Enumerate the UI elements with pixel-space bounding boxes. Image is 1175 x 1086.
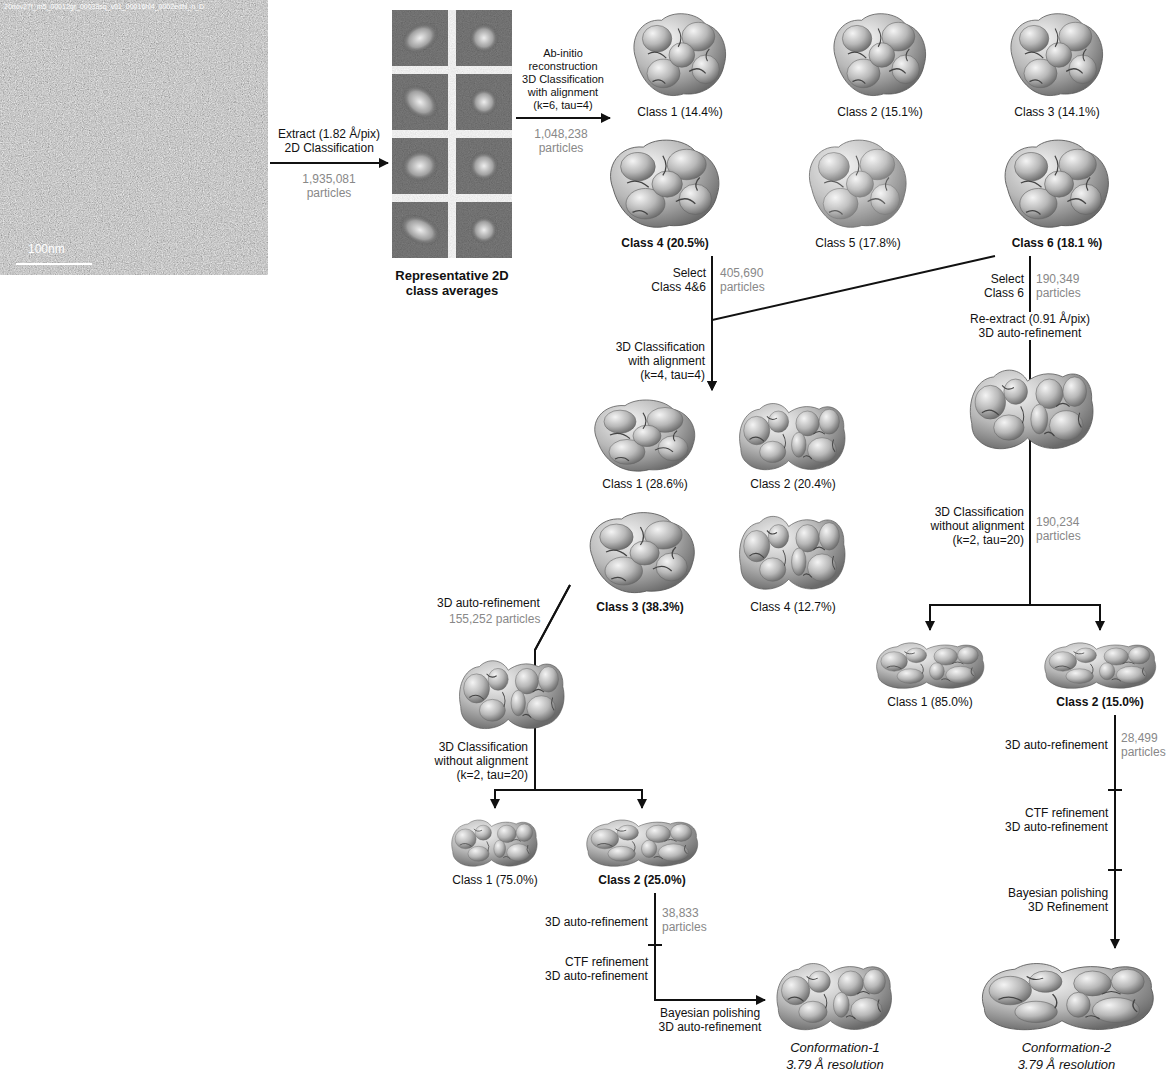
particle-count: 28,499 particles — [1121, 731, 1171, 759]
particle-count: 1,048,238 particles — [528, 127, 594, 155]
step-label: 3D auto-refinement — [976, 326, 1085, 340]
node-caption: Class 1 (28.6%) — [575, 477, 715, 491]
density-map: Class 6 (18.1 %) — [987, 130, 1127, 256]
workflow-arrow — [655, 893, 765, 1000]
edge-label: 3D auto-refinement — [545, 915, 648, 929]
micrograph-image — [0, 0, 268, 275]
node-caption: 3.79 Å resolution — [965, 1057, 1168, 1073]
final-map: Conformation-13.79 Å resolution — [765, 950, 905, 1078]
step-label: 3D Classification with alignment (k=6, t… — [519, 73, 607, 112]
step-label: Bayesian polishing — [660, 1006, 760, 1020]
workflow-arrow — [270, 162, 388, 164]
node-caption: Class 3 (14.1%) — [987, 105, 1127, 119]
particle-count: 190,349 particles — [1036, 272, 1096, 300]
edge-label: 3D auto-refinement — [437, 596, 540, 610]
density-map: Class 3 (38.3%) — [570, 503, 710, 620]
step-label: 3D Classification without alignment (k=2… — [425, 740, 528, 782]
density-map: Class 1 (28.6%) — [575, 390, 715, 497]
density-map: Class 1 (14.4%) — [610, 5, 750, 125]
workflow-arrow — [516, 117, 610, 119]
edge-label: 3D auto-refinement — [1005, 738, 1108, 752]
node-caption: Class 1 (75.0%) — [440, 873, 550, 887]
edge-label: Select Class 6 — [962, 272, 1024, 300]
step-label: CTF refinement — [1025, 806, 1108, 820]
particle-count: 1,935,081 particles — [294, 172, 364, 200]
node-caption: Class 6 (18.1 %) — [987, 236, 1127, 250]
node-caption: Class 2 (20.4%) — [723, 477, 863, 491]
step-label: 3D Classification with alignment (k=4, t… — [600, 340, 705, 382]
density-map: Class 1 (75.0%) — [440, 808, 550, 893]
density-map-images — [452, 14, 1156, 1030]
micrograph-filename: 20nov27f_m5_00012gr_00033sq_v01_00016hl4… — [4, 3, 204, 11]
step-label: 3D auto-refinement — [545, 969, 648, 983]
node-caption: Class 4 (20.5%) — [595, 236, 735, 250]
step-label: Bayesian polishing — [1008, 886, 1108, 900]
particle-count: 155,252 particles — [449, 612, 540, 626]
density-map: Class 4 (20.5%) — [595, 130, 735, 256]
density-map: Class 5 (17.8%) — [788, 130, 928, 256]
edge-label: Re-extract (0.91 Å/pix) — [967, 312, 1093, 326]
node-caption: Representative 2D class averages — [388, 268, 516, 298]
class-average-grid: Representative 2D class averages — [388, 6, 516, 305]
edge-label: Select Class 4&6 — [644, 266, 706, 294]
density-map: Class 2 (15.0%) — [1035, 630, 1165, 715]
node-caption: Class 2 (15.1%) — [810, 105, 950, 119]
node-caption: Class 3 (38.3%) — [570, 600, 710, 614]
particle-count: 38,833 particles — [662, 906, 722, 934]
step-label: 3D Refinement — [1028, 900, 1108, 914]
step-label: 2D Classification — [285, 141, 374, 155]
node-caption: Class 4 (12.7%) — [723, 600, 863, 614]
density-map: Class 1 (85.0%) — [860, 630, 1000, 715]
class-average-images — [392, 10, 512, 258]
density-map: Class 2 (25.0%) — [572, 808, 712, 893]
density-map: Class 2 (20.4%) — [723, 390, 863, 497]
workflow-arrow — [712, 256, 995, 390]
node-caption: 3.79 Å resolution — [765, 1057, 905, 1073]
particle-count: 405,690 particles — [720, 266, 780, 294]
workflow-arrow — [1114, 715, 1116, 948]
step-label: CTF refinement — [565, 955, 648, 969]
node-caption: 100nm — [28, 242, 88, 256]
step-label: 3D auto-refinement — [659, 1020, 762, 1034]
node-caption: Class 1 (85.0%) — [860, 695, 1000, 709]
micrograph: 100nm — [0, 0, 270, 275]
node-caption: Class 2 (25.0%) — [572, 873, 712, 887]
density-map: Class 4 (12.7%) — [723, 503, 863, 620]
node-caption: Conformation-2 — [965, 1040, 1168, 1056]
refined-map — [970, 370, 1093, 449]
particle-count: 190,234 particles — [1036, 515, 1096, 543]
scale-bar — [16, 263, 92, 265]
step-label: 3D auto-refinement — [1005, 820, 1108, 834]
refined-map — [460, 661, 565, 729]
step-ticks — [648, 790, 1122, 945]
edge-label: Ab-initio reconstruction — [519, 47, 607, 73]
density-map: Class 3 (14.1%) — [987, 5, 1127, 125]
edge-label: Extract (1.82 Å/pix) — [278, 127, 380, 141]
node-caption: Class 5 (17.8%) — [788, 236, 928, 250]
node-caption: Class 1 (14.4%) — [610, 105, 750, 119]
step-label: 3D Classification without alignment (k=2… — [912, 505, 1024, 547]
final-map: Conformation-23.79 Å resolution — [965, 948, 1168, 1078]
node-caption: Conformation-1 — [765, 1040, 905, 1056]
density-map: Class 2 (15.1%) — [810, 5, 950, 125]
node-caption: Class 2 (15.0%) — [1035, 695, 1165, 709]
